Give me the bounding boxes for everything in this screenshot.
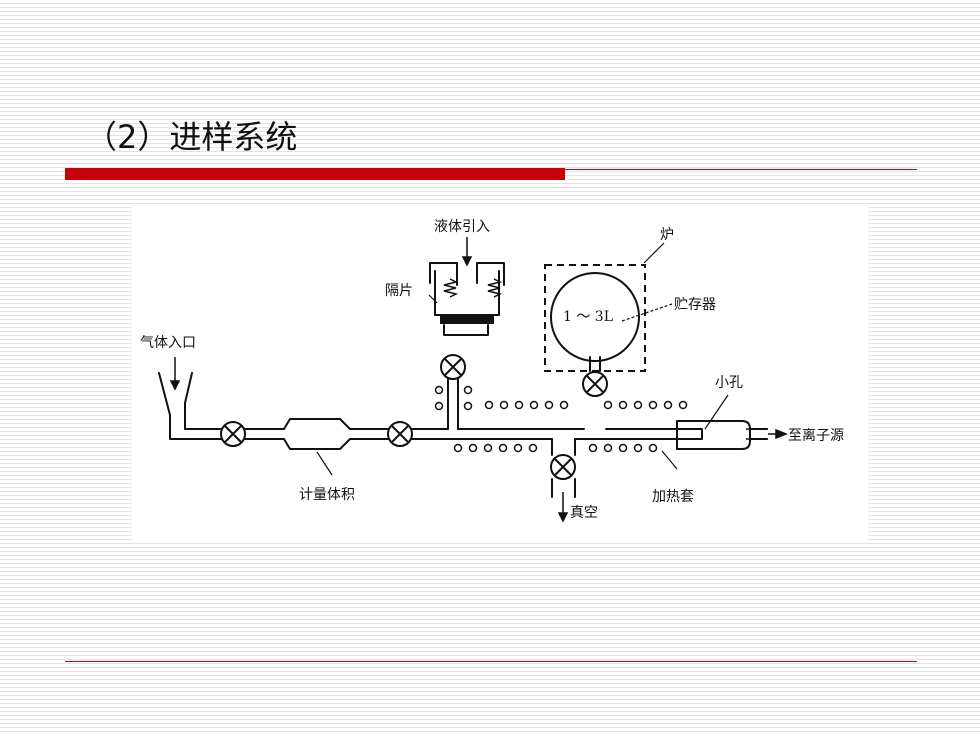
title-underline-thin [565,169,917,170]
title-underline-bar [65,168,565,180]
label-reservoir: 贮存器 [674,297,716,313]
gas-inlet-pipe-right [184,372,223,430]
label-septum: 隔片 [385,283,413,299]
label-reservoir-volume: 1 ～ 3L [563,309,613,325]
valve-vacuum [550,454,576,480]
label-to-ion-source: 至离子源 [788,427,844,444]
footer-divider [65,661,917,662]
reservoir-flask [550,272,640,362]
label-gas-inlet: 气体入口 [140,335,196,351]
diagram-canvas: 液体引入 炉 隔片 1 ～ 3L 贮存器 气体入口 小孔 至离子源 计量体积 加… [140,219,844,523]
label-orifice: 小孔 [715,375,743,391]
flow-arrows [169,237,789,523]
septum-holder-right [476,262,505,286]
vacuum-pipe-lower [551,478,576,498]
heating-jacket-coils [434,385,688,453]
exit-pipe [749,428,768,440]
reservoir-neck [589,356,601,372]
main-pipe-c [349,428,389,440]
septum-holder-left [429,262,458,286]
label-metering-volume: 计量体积 [299,487,355,503]
orifice-tip [676,428,703,440]
liquid-branch-pipe [447,378,459,430]
leader-lines [316,242,729,476]
label-heating-jacket: 加热套 [652,489,694,505]
septum-base [443,324,489,336]
label-liquid-inlet: 液体引入 [434,219,490,235]
valve-liquid [440,354,466,380]
label-furnace: 炉 [660,227,674,243]
ion-source-capillary-housing [676,420,751,450]
valve-2 [387,421,413,447]
gas-inlet-pipe-left [158,372,178,440]
septum-pad [440,315,494,324]
main-pipe-b [244,428,285,440]
inlet-system-diagram: 液体引入 炉 隔片 1 ～ 3L 贮存器 气体入口 小孔 至离子源 计量体积 加… [132,207,868,540]
metering-volume-vessel [283,418,351,450]
label-vacuum: 真空 [570,505,598,521]
furnace-box [544,264,646,372]
valve-1 [220,421,246,447]
vacuum-branch-pipe [551,438,576,456]
main-pipe-d [411,428,553,440]
slide-title: （2）进样系统 [85,118,298,156]
septum-springs [443,278,503,298]
septum-housing [434,270,500,316]
